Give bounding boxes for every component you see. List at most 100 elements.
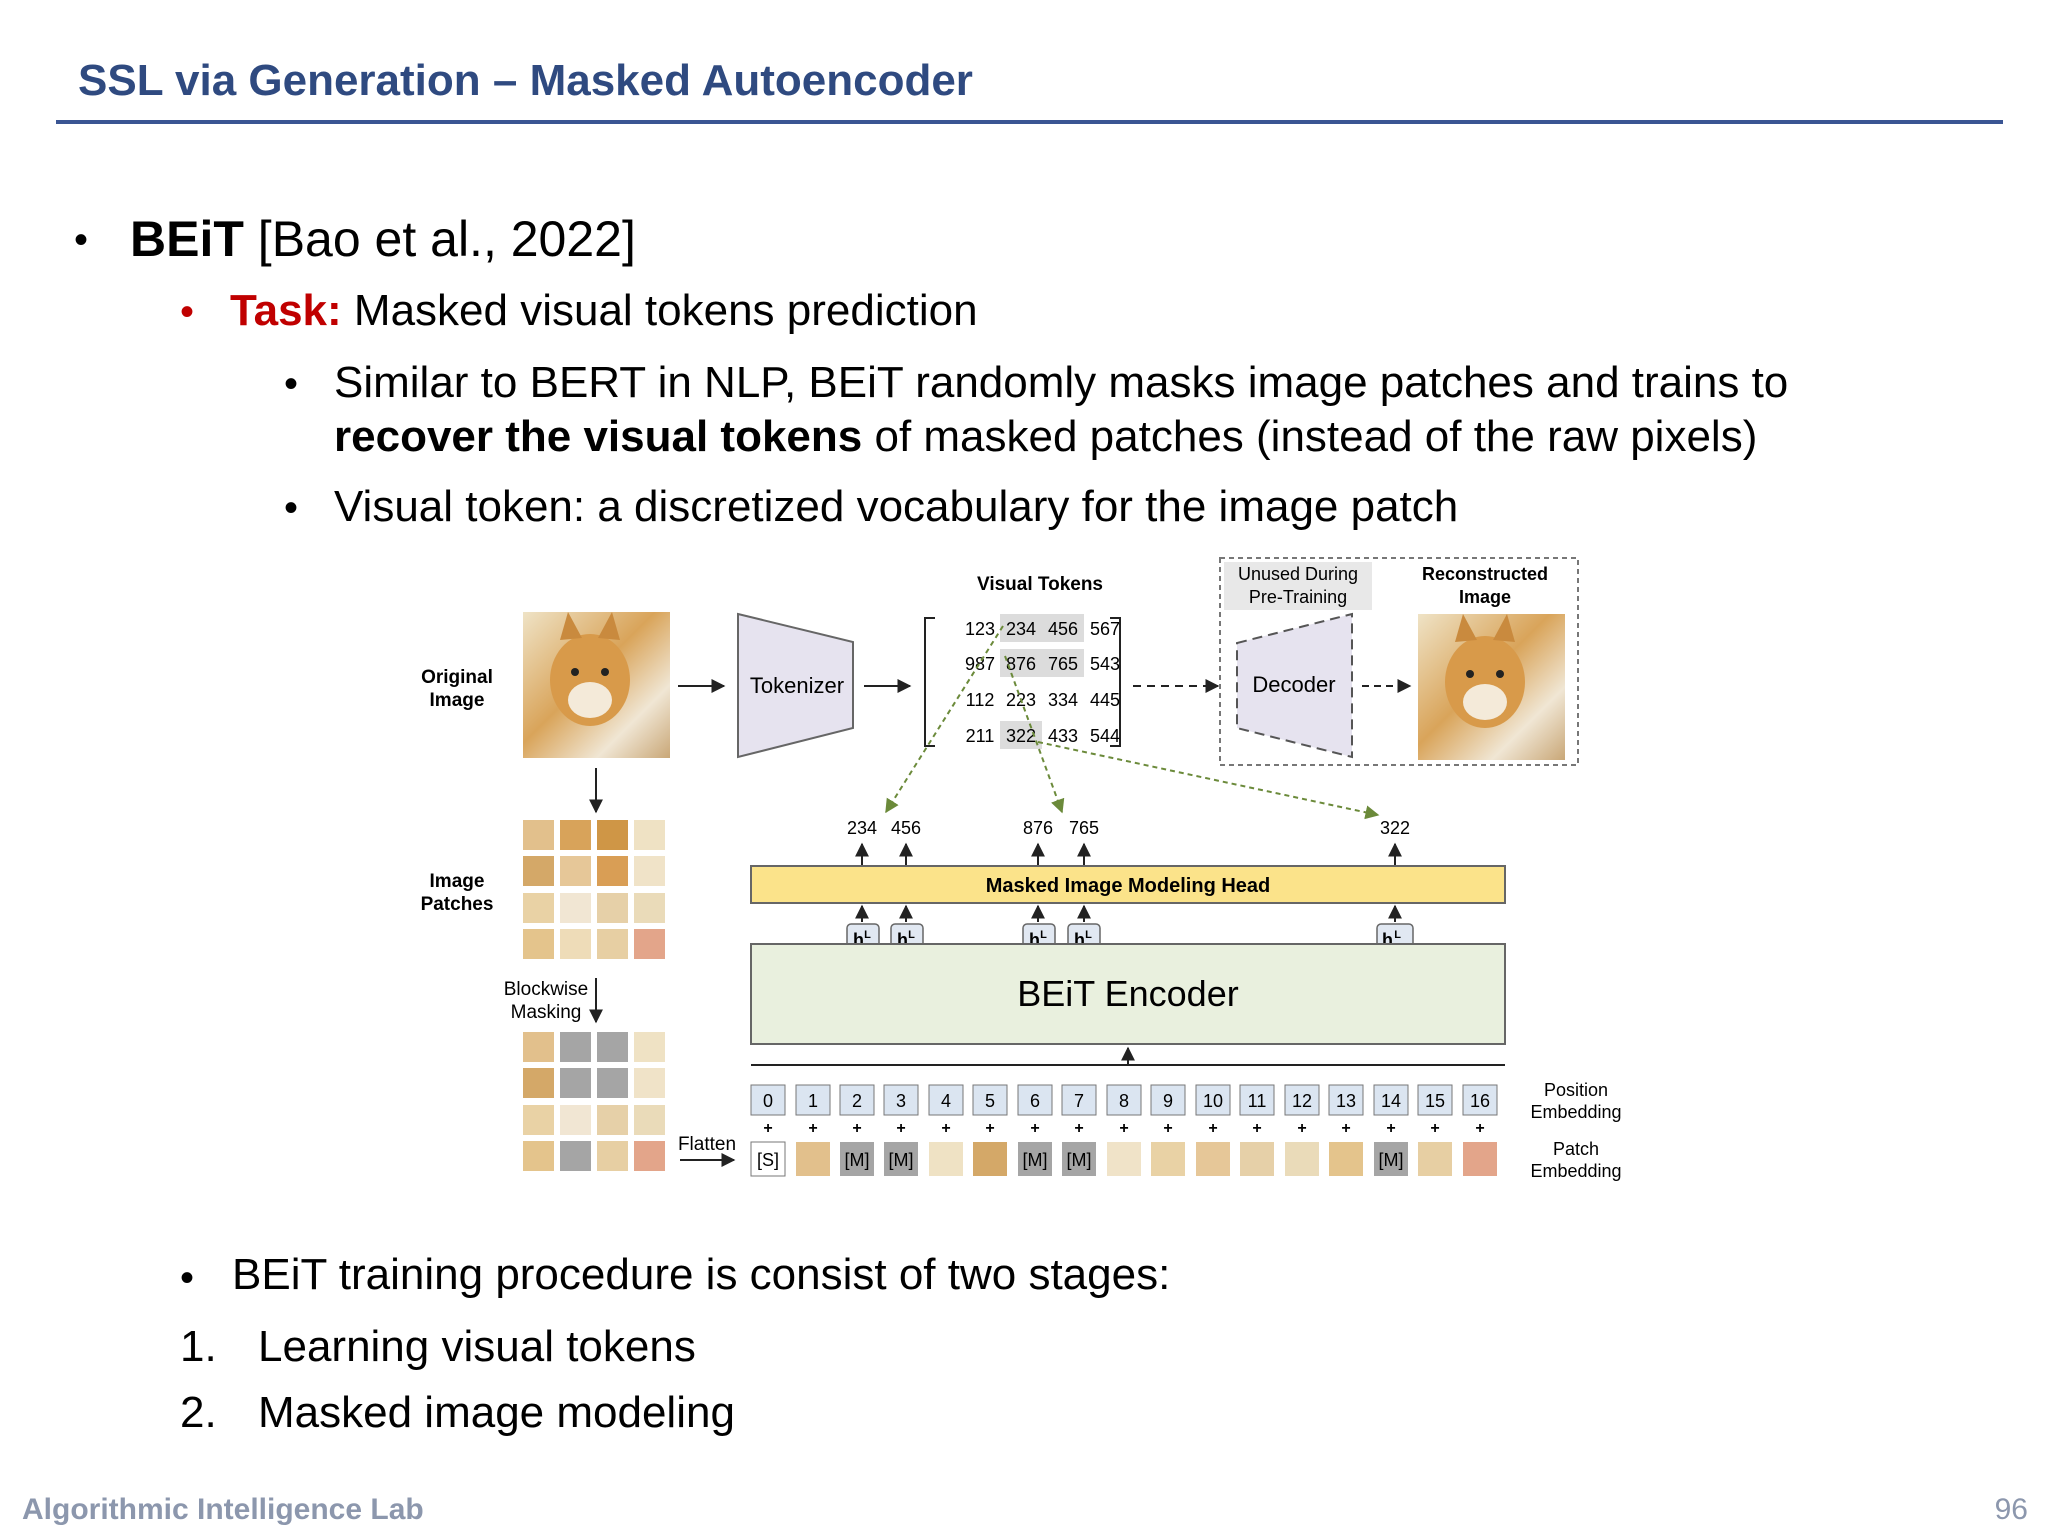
beit-bold: BEiT xyxy=(130,211,244,267)
svg-text:+: + xyxy=(896,1120,905,1137)
image-patches-label: Patches xyxy=(421,894,494,915)
patch-embedding-label: Patch xyxy=(1553,1139,1599,1159)
svg-text:322: 322 xyxy=(1006,726,1036,746)
svg-text:123: 123 xyxy=(965,619,995,639)
mim-head: Masked Image Modeling Head xyxy=(750,865,1506,904)
masked-patches-grid xyxy=(523,1032,665,1171)
recover-rest: of masked patches (instead of the raw pi… xyxy=(862,412,1758,461)
reconstructed-image xyxy=(1418,614,1565,760)
svg-text:2: 2 xyxy=(852,1091,862,1111)
svg-text:7: 7 xyxy=(1074,1091,1084,1111)
svg-text:334: 334 xyxy=(1048,690,1078,710)
predicted-token: 765 xyxy=(1069,818,1099,838)
recover-bold: recover the visual tokens xyxy=(334,412,863,461)
beit-encoder: BEiT Encoder xyxy=(750,943,1506,1045)
bullet-similar-line2: recover the visual tokens of masked patc… xyxy=(334,412,1757,462)
svg-text:456: 456 xyxy=(1048,619,1078,639)
image-patches-label: Image xyxy=(430,871,485,892)
page-number: 96 xyxy=(1994,1493,2028,1526)
svg-text:4: 4 xyxy=(941,1091,951,1111)
svg-text:0: 0 xyxy=(763,1091,773,1111)
position-embedding-label: Position xyxy=(1544,1080,1608,1100)
beit-citation: [Bao et al., 2022] xyxy=(243,211,636,267)
svg-text:+: + xyxy=(808,1120,817,1137)
svg-text:567: 567 xyxy=(1090,619,1120,639)
svg-text:[M]: [M] xyxy=(1023,1150,1048,1170)
svg-text:+: + xyxy=(1208,1120,1217,1137)
svg-text:3: 3 xyxy=(896,1091,906,1111)
blockwise-masking-label: Blockwise xyxy=(504,979,588,1000)
bullet-similar-line1: Similar to BERT in NLP, BEiT randomly ma… xyxy=(334,358,1789,407)
svg-text:+: + xyxy=(941,1120,950,1137)
visual-tokens-label: Visual Tokens xyxy=(977,574,1103,595)
position-embedding-label: Embedding xyxy=(1530,1102,1621,1122)
svg-text:112: 112 xyxy=(966,690,995,710)
svg-text:6: 6 xyxy=(1030,1091,1040,1111)
task-text: Masked visual tokens prediction xyxy=(341,286,978,335)
task-label: Task: xyxy=(230,286,342,335)
svg-text:[M]: [M] xyxy=(889,1150,914,1170)
slide-title: SSL via Generation – Masked Autoencoder xyxy=(78,56,973,105)
svg-text:433: 433 xyxy=(1048,726,1078,746)
token-grid: 123 234 456 567 987 876 765 543 112 223 … xyxy=(965,619,1120,746)
svg-text:+: + xyxy=(763,1120,772,1137)
bullet-visual-token: Visual token: a discretized vocabulary f… xyxy=(334,482,1459,531)
svg-text:12: 12 xyxy=(1292,1091,1312,1111)
plus-signs: ++ ++ ++ ++ ++ ++ ++ ++ + xyxy=(763,1120,1484,1137)
svg-text:+: + xyxy=(1386,1120,1395,1137)
reconstructed-label: Reconstructed xyxy=(1422,564,1548,584)
svg-text:13: 13 xyxy=(1336,1091,1356,1111)
patch-embedding-label: Embedding xyxy=(1530,1161,1621,1181)
unused-label: Unused During xyxy=(1238,564,1358,584)
predicted-token: 234 xyxy=(847,818,877,838)
bullet-beit: BEiT [Bao et al., 2022] xyxy=(130,210,636,268)
svg-text:+: + xyxy=(1252,1120,1261,1137)
svg-text:211: 211 xyxy=(966,726,995,746)
decoder-block: Decoder xyxy=(1236,612,1353,759)
tokenizer-block: Tokenizer xyxy=(737,612,854,759)
svg-text:+: + xyxy=(1297,1120,1306,1137)
footer-lab-name: Algorithmic Intelligence Lab xyxy=(22,1493,424,1526)
bullet-dot: • xyxy=(180,290,195,334)
svg-text:+: + xyxy=(1119,1120,1128,1137)
svg-text:544: 544 xyxy=(1090,726,1120,746)
svg-text:15: 15 xyxy=(1425,1091,1445,1111)
svg-text:+: + xyxy=(1430,1120,1439,1137)
flatten-label: Flatten xyxy=(678,1134,736,1155)
original-image-label: Original xyxy=(421,667,493,688)
svg-text:[M]: [M] xyxy=(845,1150,870,1170)
svg-text:+: + xyxy=(1030,1120,1039,1137)
svg-text:+: + xyxy=(985,1120,994,1137)
unused-label: Pre-Training xyxy=(1249,587,1347,607)
svg-text:+: + xyxy=(1475,1120,1484,1137)
svg-text:+: + xyxy=(1163,1120,1172,1137)
svg-text:987: 987 xyxy=(965,654,995,674)
bullet-dot: • xyxy=(284,362,299,406)
svg-text:543: 543 xyxy=(1090,654,1120,674)
title-underline xyxy=(56,120,2003,124)
list-item-learning-tokens: Learning visual tokens xyxy=(258,1322,696,1371)
bullet-dot: • xyxy=(284,486,299,530)
svg-text:Tokenizer: Tokenizer xyxy=(750,673,844,698)
svg-text:Masked Image Modeling Head: Masked Image Modeling Head xyxy=(986,875,1271,897)
svg-text:[M]: [M] xyxy=(1067,1150,1092,1170)
unused-box xyxy=(1219,557,1579,766)
bullet-task: Task: Masked visual tokens prediction xyxy=(230,286,978,336)
svg-text:16: 16 xyxy=(1470,1091,1490,1111)
image-patches-grid xyxy=(523,820,665,959)
original-image-label: Image xyxy=(430,690,485,711)
svg-text:[M]: [M] xyxy=(1379,1150,1404,1170)
svg-text:+: + xyxy=(1341,1120,1350,1137)
bullet-dot: • xyxy=(180,1256,195,1300)
reconstructed-label: Image xyxy=(1459,587,1511,607)
blockwise-masking-label: Masking xyxy=(511,1002,582,1023)
list-item-mim: Masked image modeling xyxy=(258,1388,735,1437)
predicted-token: 876 xyxy=(1023,818,1053,838)
svg-text:11: 11 xyxy=(1248,1091,1267,1111)
svg-text:765: 765 xyxy=(1048,654,1078,674)
svg-text:234: 234 xyxy=(1006,619,1036,639)
svg-text:5: 5 xyxy=(985,1091,995,1111)
svg-text:445: 445 xyxy=(1090,690,1120,710)
predicted-token: 322 xyxy=(1380,818,1410,838)
